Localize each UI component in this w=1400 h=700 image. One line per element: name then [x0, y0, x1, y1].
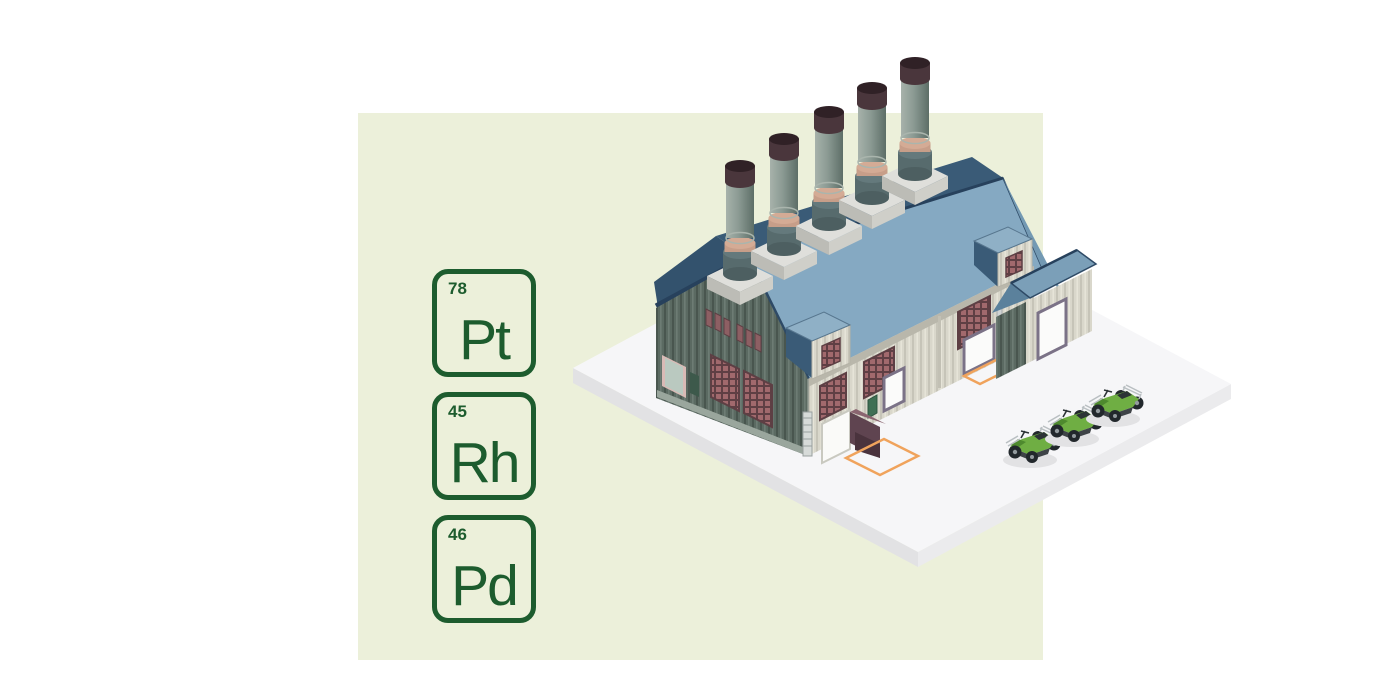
- dock-outline-front: [843, 437, 921, 477]
- roof-dormer-mid: [784, 311, 852, 380]
- dark-wall: [656, 257, 808, 456]
- white-door: [882, 365, 906, 414]
- gable-windows: [705, 308, 762, 353]
- light-wall-window-1: [819, 371, 847, 422]
- loading-dock: [802, 408, 921, 477]
- atomic-number: 46: [448, 525, 467, 544]
- annex-garage-door: [1036, 296, 1068, 362]
- smokestack-4: [839, 82, 905, 229]
- smokestacks: [707, 57, 948, 305]
- dock-door: [821, 408, 851, 465]
- element-tile-pd: 46 Pd: [432, 515, 536, 623]
- atomic-number: 45: [448, 402, 467, 421]
- left-door: [665, 358, 683, 395]
- corner-ladder: [802, 411, 813, 457]
- sliding-door: [962, 322, 996, 377]
- ramp-edge: [850, 409, 886, 424]
- element-tiles: 78 Pt 45 Rh 46 Pd: [432, 269, 536, 623]
- element-tile-rh: 45 Rh: [432, 392, 536, 500]
- smokestack-5: [882, 57, 948, 205]
- annex-building: [992, 248, 1098, 379]
- roof-dormer-top: [972, 226, 1034, 288]
- light-wall: [807, 266, 1034, 456]
- smokestack-3: [796, 106, 862, 255]
- smokestack-1: [707, 160, 773, 305]
- element-tile-pt: 78 Pt: [432, 269, 536, 377]
- dormer-window: [821, 336, 841, 371]
- atomic-number: 78: [448, 279, 467, 298]
- dormer-window: [1005, 249, 1023, 279]
- dark-wall-window-2: [743, 369, 773, 429]
- element-symbol: Rh: [449, 431, 521, 495]
- smokestack-2: [751, 133, 817, 280]
- wall-pipe: [938, 316, 941, 388]
- dark-wall-window-1: [710, 353, 740, 413]
- element-symbol: Pd: [451, 554, 519, 618]
- annex-dark-wall: [996, 302, 1026, 379]
- small-dark-door: [690, 372, 699, 397]
- factory-building: [654, 57, 1098, 477]
- platform-side-right: [918, 384, 1231, 567]
- platform-side-left: [573, 368, 918, 567]
- element-symbol: Pt: [459, 308, 511, 372]
- green-door: [867, 394, 878, 419]
